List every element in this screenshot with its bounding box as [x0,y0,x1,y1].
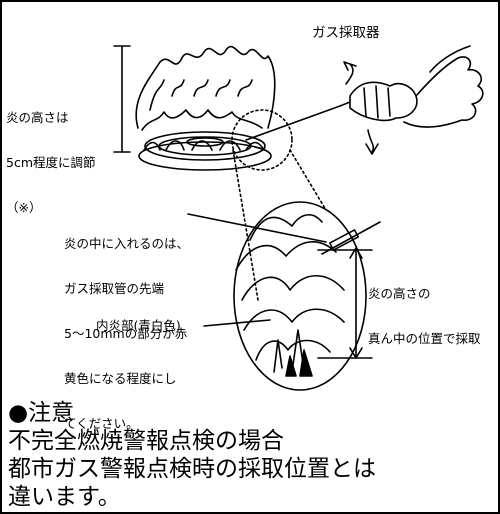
instruction-line: 5〜10mmの部分が赤 [64,326,188,341]
flame-height-line: 炎の高さは [6,110,69,125]
sampling-position-line: 炎の高さの [368,286,431,301]
sampling-position-line: 真ん中の位置で採取 [368,331,481,346]
notice-title: ●注意 [8,400,75,426]
notice-line: 違います。 [8,484,121,510]
magnified-flame [233,201,381,391]
sampling-height-arrow [317,247,373,359]
flame-height-line: 5cm程度に調節 [6,155,96,170]
flame-height-dimension [113,45,131,153]
instruction-line: 炎の中に入れるのは、 [64,236,190,251]
leader-lines [187,213,327,327]
instruction-line: ガス採取管の先端 [64,281,165,296]
gas-sampler-hand [245,45,484,155]
notice-line: 不完全燃焼警報点検の場合 [8,428,284,454]
flame-height-label: 炎の高さは 5cm程度に調節 （※） [6,80,96,230]
burner-flame [135,45,276,171]
instruction-line: てください。 [64,416,139,431]
magnify-callout [231,109,327,301]
notice-line: 都市ガス警報点検時の採取位置とは [8,456,376,482]
gas-sampler-label: ガス採取器 [312,25,380,41]
insert-instruction-label: 炎の中に入れるのは、 ガス採取管の先端 5〜10mmの部分が赤 黄色になる程度に… [64,206,189,446]
sampling-position-label: 炎の高さの 真ん中の位置で採取 [368,256,481,361]
instruction-line: 黄色になる程度にし [64,371,177,386]
inner-flame-label: 内炎部(青白色) [96,318,181,333]
flame-height-line: （※） [6,200,42,215]
